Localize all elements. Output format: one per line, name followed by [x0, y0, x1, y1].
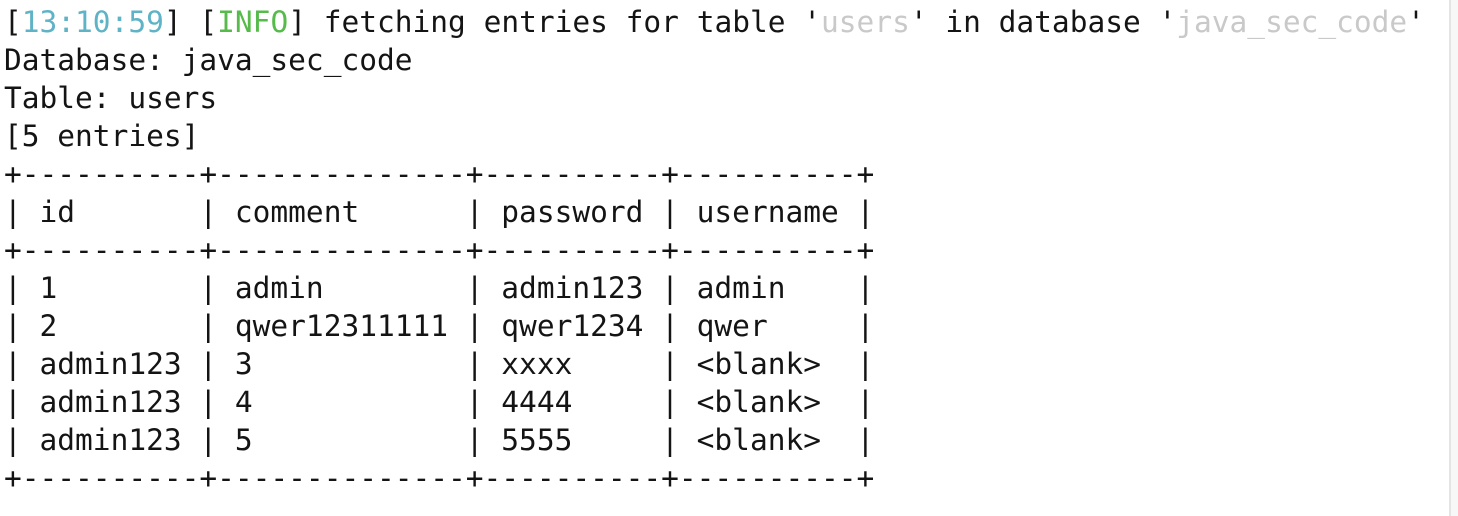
log-table-name-literal: users	[821, 5, 910, 39]
log-message-before-database: ' in database '	[909, 5, 1177, 39]
log-mid-brackets: ] [	[163, 5, 218, 39]
entries-count-line: [5 entries]	[4, 119, 200, 153]
log-message-before-table: ] fetching entries for table '	[288, 5, 822, 39]
terminal-output: [13:10:59] [INFO] fetching entries for t…	[4, 3, 1425, 497]
log-line: [13:10:59] [INFO] fetching entries for t…	[4, 3, 1425, 41]
log-open-bracket: [	[4, 5, 22, 39]
log-level-info: INFO	[217, 5, 289, 39]
scrollbar-track[interactable]	[1449, 0, 1458, 516]
database-line: Database: java_sec_code	[4, 43, 413, 77]
log-timestamp: 13:10:59	[21, 5, 164, 39]
table-line: Table: users	[4, 81, 218, 115]
log-closing-quote: '	[1407, 5, 1425, 39]
log-database-name-literal: java_sec_code	[1176, 5, 1408, 39]
ascii-result-table: +----------+--------------+----------+--…	[4, 157, 875, 495]
